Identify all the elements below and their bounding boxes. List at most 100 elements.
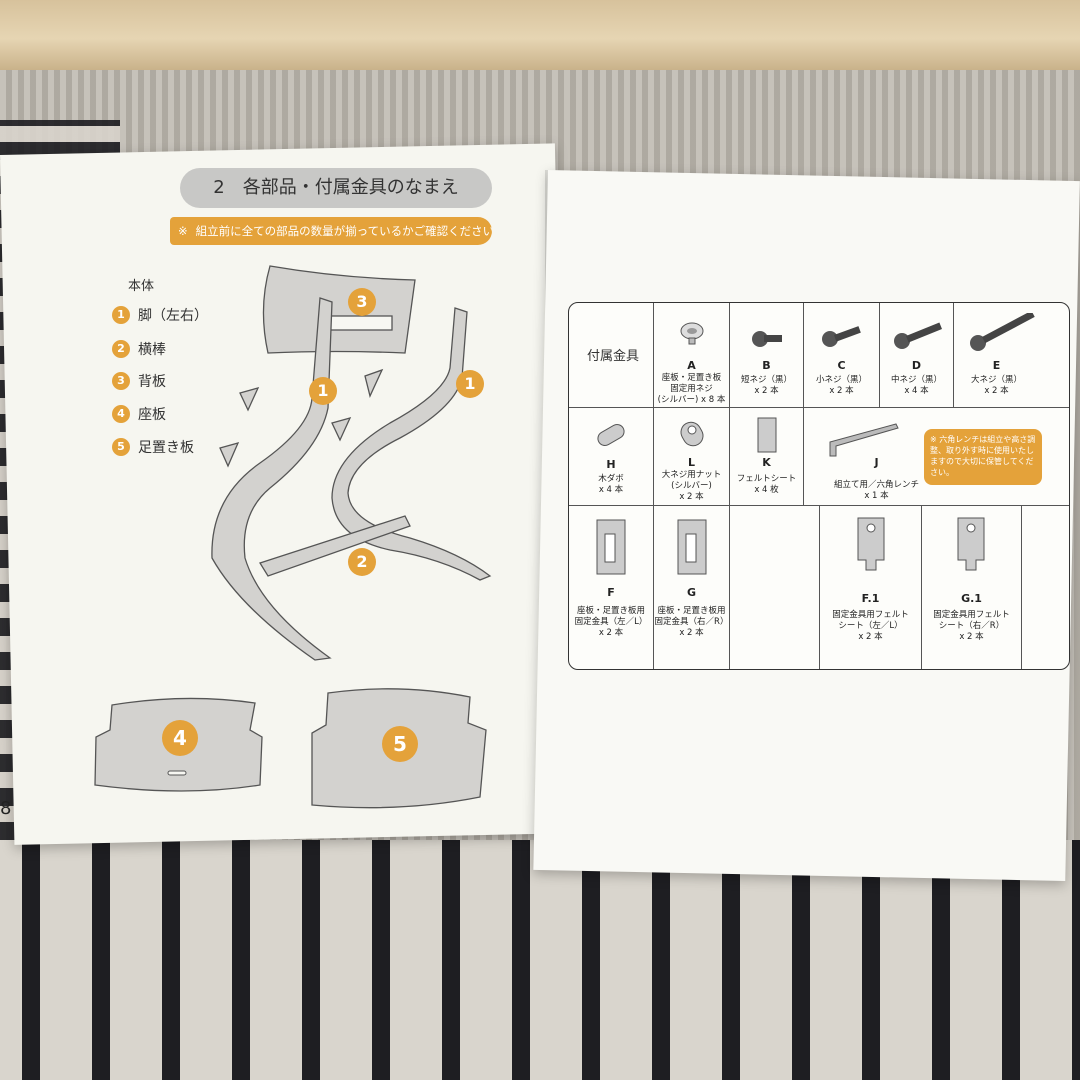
screw-a-icon xyxy=(680,322,704,345)
part-number: 1 xyxy=(112,306,130,324)
dowel-1 xyxy=(239,387,260,412)
item-letter: C xyxy=(837,359,846,372)
diagram-number-leg-left: 1 xyxy=(309,377,337,405)
hardware-heading: 付属金具 xyxy=(587,349,640,364)
caption-line: 大ネジ用ナット xyxy=(661,470,722,480)
caption-line: x 1 本 xyxy=(864,491,889,501)
item-letter: K xyxy=(762,456,771,469)
item-letter: D xyxy=(911,359,922,372)
hardware-cell-f1: F.1 固定金具用フェルトシート（左／L）x 2 本 xyxy=(819,505,921,669)
medium-screw-icon xyxy=(894,322,943,349)
bracket-right-icon xyxy=(677,519,707,575)
part-label: 脚（左右） xyxy=(138,308,208,324)
felt-right-icon xyxy=(957,517,985,571)
item-letter: B xyxy=(762,359,771,372)
bracket-left-icon xyxy=(596,519,626,575)
caption-line: x 2 本 xyxy=(598,628,624,638)
part-label: 横棒 xyxy=(138,342,166,358)
part-footrest: 5 足置き板 xyxy=(112,437,194,457)
diagram-number-leg-right: 1 xyxy=(456,370,484,398)
barrel-nut-icon xyxy=(680,421,704,447)
item-letter: F.1 xyxy=(861,592,880,605)
part-label: 背板 xyxy=(138,374,166,390)
striped-rug xyxy=(0,840,1080,1080)
hardware-cell-e: E 大ネジ（黒）x 2 本 xyxy=(953,303,1069,407)
caption-line: 固定金具用フェルト xyxy=(832,610,909,620)
notice-mark: ※ xyxy=(178,224,188,238)
caption-line: シート（左／L） xyxy=(838,621,903,631)
dowel-2 xyxy=(364,368,384,398)
backrest-slot xyxy=(327,315,393,331)
part-number: 3 xyxy=(112,372,130,390)
hardware-cell-g: G 座板・足置き板用固定金具（右／R）x 2 本 xyxy=(653,505,729,669)
leg-right-part xyxy=(331,307,492,581)
backrest-part xyxy=(262,265,416,354)
item-letter: G.1 xyxy=(961,592,982,605)
dowel-3 xyxy=(331,417,352,442)
caption-line: x 2 本 xyxy=(754,386,779,396)
hardware-cell-g1: G.1 固定金具用フェルトシート（右／R）x 2 本 xyxy=(921,505,1021,669)
caption-line: 座板・足置き板用 xyxy=(576,606,645,616)
felt-left-icon xyxy=(857,517,885,571)
part-crossbar: 2 横棒 xyxy=(112,339,166,359)
part-number: 2 xyxy=(112,340,130,358)
body-label: 本体 xyxy=(128,279,155,294)
wrench-note: ※ 六角レンチは組立や高さ調整、取り外す時に使用いたしますので大切に保管してくだ… xyxy=(924,429,1042,485)
item-letter: F xyxy=(607,586,615,599)
large-screw-icon xyxy=(970,313,1035,351)
caption-line: 座板・足置き板用 xyxy=(657,606,726,616)
empty-cell xyxy=(729,505,819,669)
hardware-cell-d: D 中ネジ（黒）x 4 本 xyxy=(879,303,953,407)
caption-line: x 2 本 xyxy=(858,632,883,642)
caption-line: x 2 本 xyxy=(679,492,704,502)
item-letter: J xyxy=(874,456,879,469)
caption-line: x 4 枚 xyxy=(754,485,779,495)
caption-line: x 4 本 xyxy=(904,386,929,396)
caption-line: 大ネジ（黒） xyxy=(970,375,1022,385)
caption-line: 固定用ネジ xyxy=(670,384,713,394)
caption-line: 固定金具（右／R） xyxy=(654,617,729,627)
notice-text: 組立前に全ての部品の数量が揃っているかご確認ください xyxy=(195,224,492,238)
hardware-cell-a: A 座板・足置き板固定用ネジ(シルバー) x 8 本 xyxy=(653,303,729,407)
empty-cell xyxy=(1021,505,1069,669)
item-letter: G xyxy=(686,586,697,599)
hardware-cell-f: F 座板・足置き板用固定金具（左／L）x 2 本 xyxy=(569,505,653,669)
caption-line: 座板・足置き板 xyxy=(661,373,722,383)
caption-line: 木ダボ xyxy=(598,474,624,484)
seat-slot xyxy=(167,770,187,776)
hardware-table: 付属金具 A 座板・足置き板固定用ネジ(シルバー) x 8 本 B 短ネジ（黒）… xyxy=(568,302,1070,670)
seat-and-footrest-diagram xyxy=(94,688,487,809)
hardware-cell-l: L 大ネジ用ナット(シルバー)x 2 本 xyxy=(653,407,729,505)
notice-banner: ※ 組立前に全ての部品の数量が揃っているかご確認ください xyxy=(170,217,492,245)
part-number: 5 xyxy=(112,438,130,456)
part-label: 足置き板 xyxy=(138,440,194,456)
section-title: 2 各部品・付属金具のなまえ xyxy=(180,168,492,208)
page-number: 8 xyxy=(0,798,12,819)
caption-line: 組立て用／六角レンチ xyxy=(833,480,919,490)
caption-line: x 2 本 xyxy=(959,632,984,642)
item-letter: L xyxy=(687,456,695,469)
caption-line: シート（右／R） xyxy=(938,621,1005,631)
caption-line: (シルバー) xyxy=(671,481,712,491)
caption-line: フェルトシート xyxy=(736,474,797,484)
caption-line: x 2 本 xyxy=(829,386,854,396)
item-letter: H xyxy=(606,458,616,471)
hex-wrench-icon xyxy=(829,423,899,457)
crossbar-part xyxy=(259,515,411,577)
caption-line: 小ネジ（黒） xyxy=(815,375,867,385)
hardware-cell-b: B 短ネジ（黒）x 2 本 xyxy=(729,303,803,407)
part-legs: 1 脚（左右） xyxy=(112,305,208,325)
caption-line: 固定金具（左／L） xyxy=(574,617,648,627)
hardware-cell-c: C 小ネジ（黒）x 2 本 xyxy=(803,303,879,407)
diagram-number-backrest: 3 xyxy=(348,288,376,316)
part-number: 4 xyxy=(112,405,130,423)
item-letter: E xyxy=(992,359,1001,372)
item-letter: A xyxy=(687,359,696,372)
caption-line: (シルバー) x 8 本 xyxy=(657,395,726,405)
diagram-number-footrest: 5 xyxy=(382,726,418,762)
caption-line: 固定金具用フェルト xyxy=(933,610,1010,620)
diagram-number-seat: 4 xyxy=(162,720,198,756)
